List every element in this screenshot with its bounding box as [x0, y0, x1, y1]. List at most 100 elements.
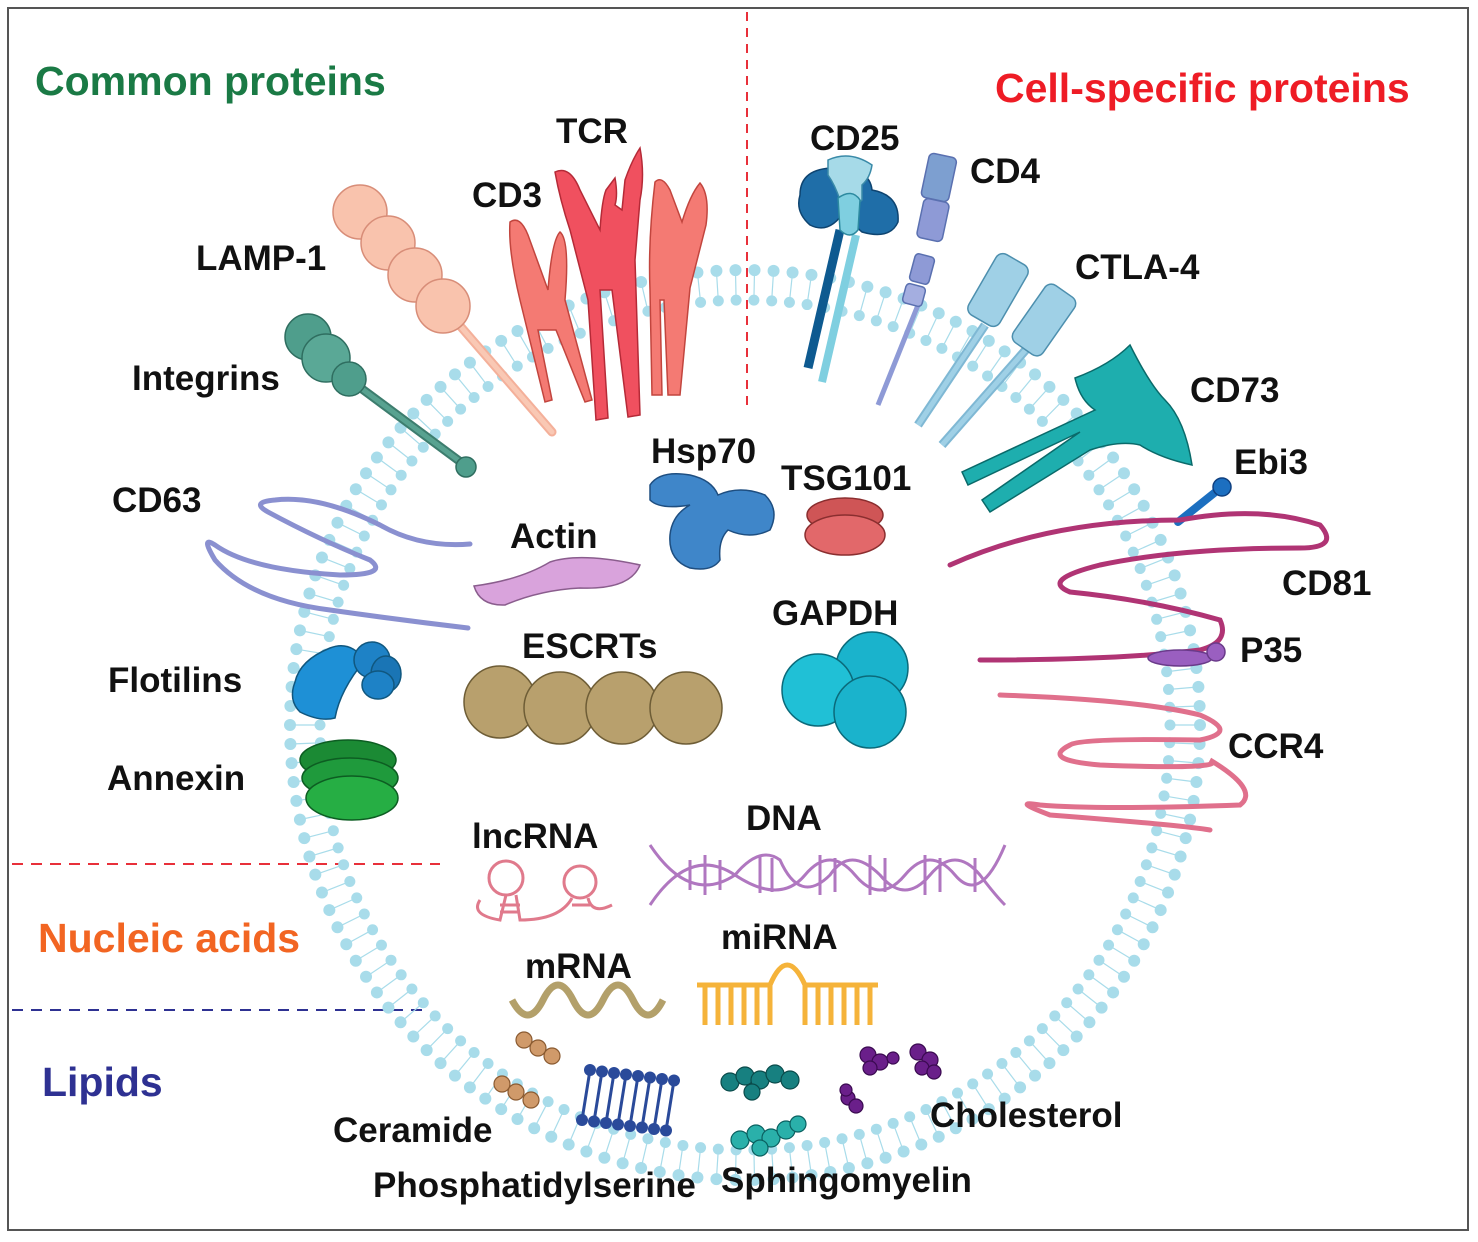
membrane-lipid-head: [949, 1122, 962, 1135]
membrane-lipid-head: [1164, 719, 1176, 731]
membrane-lipid-tail: [1017, 1055, 1033, 1073]
membrane-lipid-head: [1107, 451, 1120, 464]
membrane-lipid-head: [331, 921, 344, 934]
membrane-lipid-head: [786, 266, 799, 279]
membrane-lipid-head: [344, 875, 356, 887]
cd4-shape: [875, 152, 958, 406]
membrane-lipid-head: [853, 310, 865, 322]
mirna-shape: [697, 962, 878, 1025]
membrane-lipid-head: [748, 264, 761, 277]
membrane-lipid-head: [1163, 755, 1175, 767]
membrane-lipid-head: [1049, 1010, 1061, 1022]
ps-tail: [652, 1078, 664, 1130]
membrane-lipid-head: [748, 294, 760, 306]
membrane-lipid-tail: [340, 523, 362, 535]
membrane-lipid-head: [998, 345, 1011, 358]
membrane-lipid-tail: [641, 285, 648, 308]
membrane-lipid-head: [463, 356, 476, 369]
membrane-lipid-head: [1043, 380, 1056, 393]
membrane-lipid-head: [1168, 569, 1181, 582]
membrane-lipid-head: [842, 1161, 855, 1174]
membrane-lipid-head: [293, 624, 306, 637]
membrane-lipid-head: [290, 643, 303, 656]
membrane-lipid-head: [495, 1103, 508, 1116]
membrane-lipid-tail: [429, 402, 446, 419]
membrane-lipid-tail: [1172, 760, 1195, 764]
membrane-lipid-head: [598, 1151, 611, 1164]
membrane-lipid-head: [1120, 908, 1132, 920]
membrane-lipid-head: [370, 451, 383, 464]
membrane-lipid-head: [967, 1078, 979, 1090]
membrane-lipid-head: [1117, 970, 1130, 983]
ps-head: [624, 1120, 636, 1132]
membrane-lipid-head: [482, 1058, 494, 1070]
membrane-lipid-tail: [893, 1126, 903, 1148]
membrane-lipid-tail: [1170, 778, 1193, 783]
membrane-lipid-head: [338, 579, 350, 591]
membrane-lipid-tail: [1003, 1066, 1019, 1085]
membrane-lipid-head: [287, 661, 300, 674]
membrane-lipid-head: [360, 970, 373, 983]
membrane-lipid-head: [1146, 842, 1158, 854]
membrane-lipid-head: [1127, 892, 1139, 904]
label-cd3: CD3: [472, 176, 542, 215]
membrane-lipid-head: [659, 1136, 671, 1148]
category-nucleic-acids: Nucleic acids: [38, 915, 300, 961]
membrane-lipid-tail: [535, 1104, 547, 1125]
membrane-lipid-head: [897, 1145, 910, 1158]
membrane-lipid-head: [382, 436, 395, 449]
membrane-lipid-head: [672, 1169, 685, 1182]
membrane-lipid-head: [417, 997, 429, 1009]
membrane-lipid-head: [1029, 1069, 1042, 1082]
lncrna-shape: [476, 859, 613, 922]
membrane-lipid-tail: [442, 1043, 459, 1061]
membrane-lipid-tail: [958, 334, 972, 354]
membrane-lipid-head: [1057, 1044, 1070, 1057]
membrane-lipid-tail: [789, 276, 793, 299]
membrane-lipid-head: [293, 813, 306, 826]
membrane-lipid-head: [730, 294, 742, 306]
membrane-lipid-head: [1168, 868, 1181, 881]
membrane-lipid-head: [1163, 683, 1175, 695]
membrane-lipid-head: [1155, 631, 1167, 643]
membrane-lipid-head: [1128, 954, 1141, 967]
ps-head: [600, 1117, 612, 1129]
membrane-lipid-head: [920, 1104, 932, 1116]
membrane-lipid-head: [434, 380, 447, 393]
membrane-lipid-head: [691, 1171, 704, 1184]
membrane-lipid-tail: [974, 343, 988, 364]
membrane-lipid-tail: [1155, 594, 1177, 602]
membrane-lipid-tail: [974, 1086, 988, 1107]
membrane-lipid-tail: [958, 1096, 972, 1116]
label-lncrna: lncRNA: [472, 817, 598, 856]
membrane-lipid-tail: [943, 325, 955, 346]
p35-shape: [1147, 642, 1226, 667]
ps-head: [608, 1067, 620, 1079]
membrane-lipid-tail: [824, 1146, 831, 1169]
membrane-lipid-head: [314, 719, 326, 731]
ps-head: [588, 1115, 600, 1128]
membrane-lipid-head: [635, 1161, 648, 1174]
membrane-lipid-head: [949, 315, 962, 328]
tsg101-shape: [804, 497, 886, 556]
membrane-lipid-head: [1184, 813, 1197, 826]
membrane-lipid-head: [710, 1173, 723, 1186]
membrane-lipid-tail: [349, 931, 370, 943]
membrane-lipid-tail: [318, 865, 341, 874]
membrane-lipid-head: [819, 1136, 831, 1148]
membrane-lipid-head: [542, 1096, 554, 1108]
membrane-lipid-tail: [1143, 558, 1165, 568]
label-escrts: ESCRTs: [522, 627, 658, 666]
membrane-lipid-head: [1010, 1046, 1022, 1058]
membrane-lipid-tail: [1164, 630, 1187, 637]
membrane-lipid-head: [932, 1130, 945, 1143]
membrane-lipid-tail: [859, 290, 867, 312]
label-tcr: TCR: [556, 112, 628, 151]
membrane-lipid-head: [1083, 969, 1095, 981]
membrane-lipid-head: [395, 469, 407, 481]
membrane-lipid-head: [370, 986, 383, 999]
membrane-lipid-tail: [1128, 523, 1150, 535]
membrane-lipid-head: [1179, 832, 1192, 845]
membrane-lipid-tail: [391, 444, 410, 459]
membrane-lipid-head: [748, 1173, 761, 1186]
